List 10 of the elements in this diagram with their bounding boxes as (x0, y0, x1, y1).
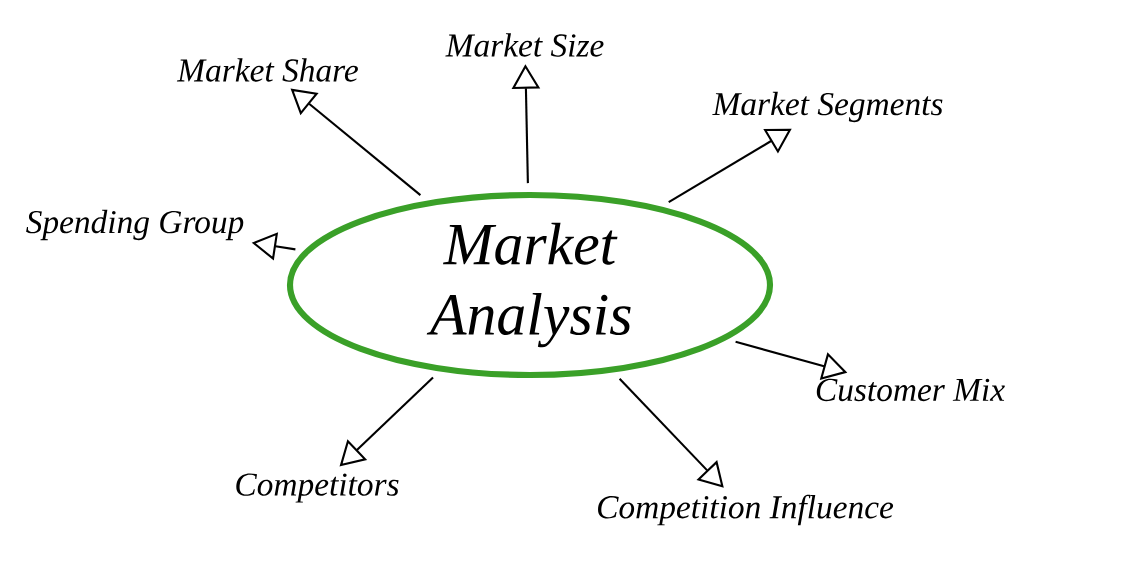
node-label: Market Share (176, 58, 358, 82)
node-label: Market Segments (712, 91, 943, 123)
node-label: Market Size (445, 33, 604, 57)
node-label: Spending Group (26, 209, 244, 241)
node-label: Competition Influence (598, 494, 894, 526)
ellipse-node: Market Analysis (286, 191, 774, 379)
node-label: Competitors (236, 473, 399, 503)
arrow (618, 378, 724, 488)
arrow (339, 376, 434, 467)
node-label: Customer Mix (816, 378, 1005, 402)
